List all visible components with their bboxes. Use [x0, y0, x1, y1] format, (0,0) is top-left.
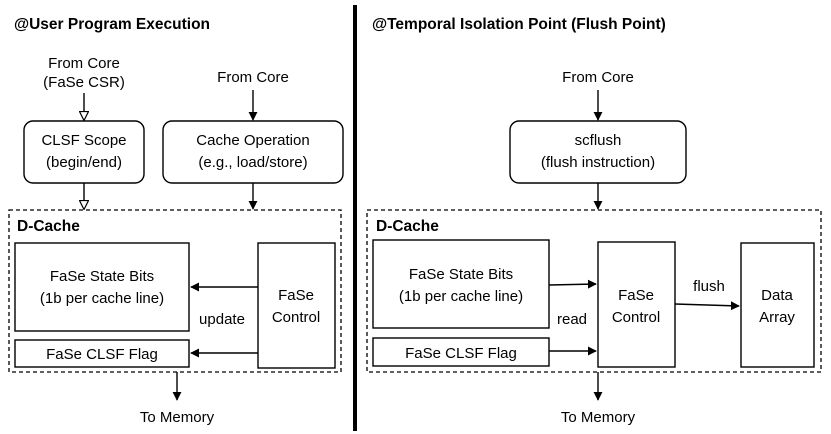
clsf-scope-label-line2: (begin/end): [46, 154, 122, 171]
right-control-box: [597, 241, 676, 368]
state-bits-to-control-arrow: [548, 279, 597, 289]
right-panel-title: @Temporal Isolation Point (Flush Point): [372, 16, 666, 33]
data-array-label-line1: Data: [761, 287, 793, 304]
left-dcache-container: [8, 209, 342, 373]
right-state-bits-label-line2: (1b per cache line): [399, 288, 523, 305]
right-dcache-label: D-Cache: [376, 218, 439, 235]
right-clsf-flag-box: [372, 337, 550, 367]
flush-label: flush: [693, 278, 725, 295]
left-control-label-line2: Control: [272, 309, 320, 326]
left-dcache-label: D-Cache: [17, 218, 80, 235]
left-control-label-line1: FaSe: [278, 287, 314, 304]
right-control-label-line2: Control: [612, 309, 660, 326]
from-core-csr-label-line1: From Core: [48, 55, 120, 72]
left-to-memory-label: To Memory: [140, 409, 215, 426]
right-to-memory-label: To Memory: [561, 409, 636, 426]
scflush-box: [509, 120, 687, 184]
left-panel: @User Program Execution From Core (FaSe …: [8, 16, 344, 426]
right-control-label-line1: FaSe: [618, 287, 654, 304]
left-clsf-flag-box: [14, 339, 190, 368]
right-state-bits-label-line1: FaSe State Bits: [409, 266, 513, 283]
right-clsf-flag-label: FaSe CLSF Flag: [405, 345, 517, 362]
cache-operation-label-line2: (e.g., load/store): [198, 154, 307, 171]
cache-operation-box: [162, 120, 344, 184]
data-array-label-line2: Array: [759, 309, 795, 326]
right-dcache-container: [366, 209, 822, 373]
update-label: update: [199, 311, 245, 328]
cache-operation-label-line1: Cache Operation: [196, 132, 309, 149]
control-to-data-array-arrow: [674, 301, 740, 311]
clsf-scope-label-line1: CLSF Scope: [41, 132, 126, 149]
scflush-label-line1: scflush: [575, 132, 622, 149]
from-core-label: From Core: [217, 69, 289, 86]
left-state-bits-label-line1: FaSe State Bits: [50, 268, 154, 285]
left-clsf-flag-label: FaSe CLSF Flag: [46, 346, 158, 363]
right-panel: @Temporal Isolation Point (Flush Point) …: [366, 16, 822, 426]
right-from-core-label: From Core: [562, 69, 634, 86]
left-panel-title: @User Program Execution: [14, 16, 210, 33]
left-state-bits-label-line2: (1b per cache line): [40, 290, 164, 307]
from-core-csr-label-line2: (FaSe CSR): [43, 74, 125, 91]
right-state-bits-box: [372, 239, 550, 329]
left-control-box: [257, 242, 336, 369]
left-state-bits-box: [14, 242, 190, 332]
scflush-label-line2: (flush instruction): [541, 154, 655, 171]
clsf-scope-box: [23, 120, 145, 184]
read-label: read: [557, 311, 587, 328]
data-array-box: [740, 242, 815, 368]
